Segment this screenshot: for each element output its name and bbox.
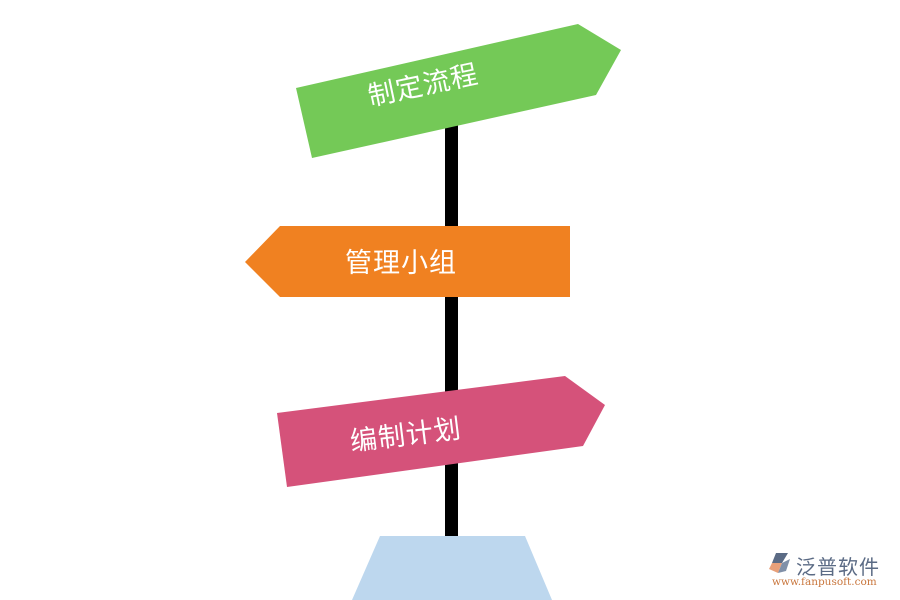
signpost-pole bbox=[445, 110, 458, 540]
sign-1-arrow bbox=[296, 24, 621, 158]
fanpu-logo-icon bbox=[769, 553, 790, 573]
signpost-base bbox=[352, 536, 552, 600]
fanpu-logo: 泛普软件 www.fanpusoft.com bbox=[768, 551, 893, 596]
sign-2-label: 管理小组 bbox=[345, 248, 457, 279]
sign-3-arrow bbox=[277, 376, 605, 487]
sign-2-arrow bbox=[245, 226, 570, 297]
logo-url: www.fanpusoft.com bbox=[772, 576, 877, 588]
logo-name: 泛普软件 bbox=[796, 555, 880, 579]
